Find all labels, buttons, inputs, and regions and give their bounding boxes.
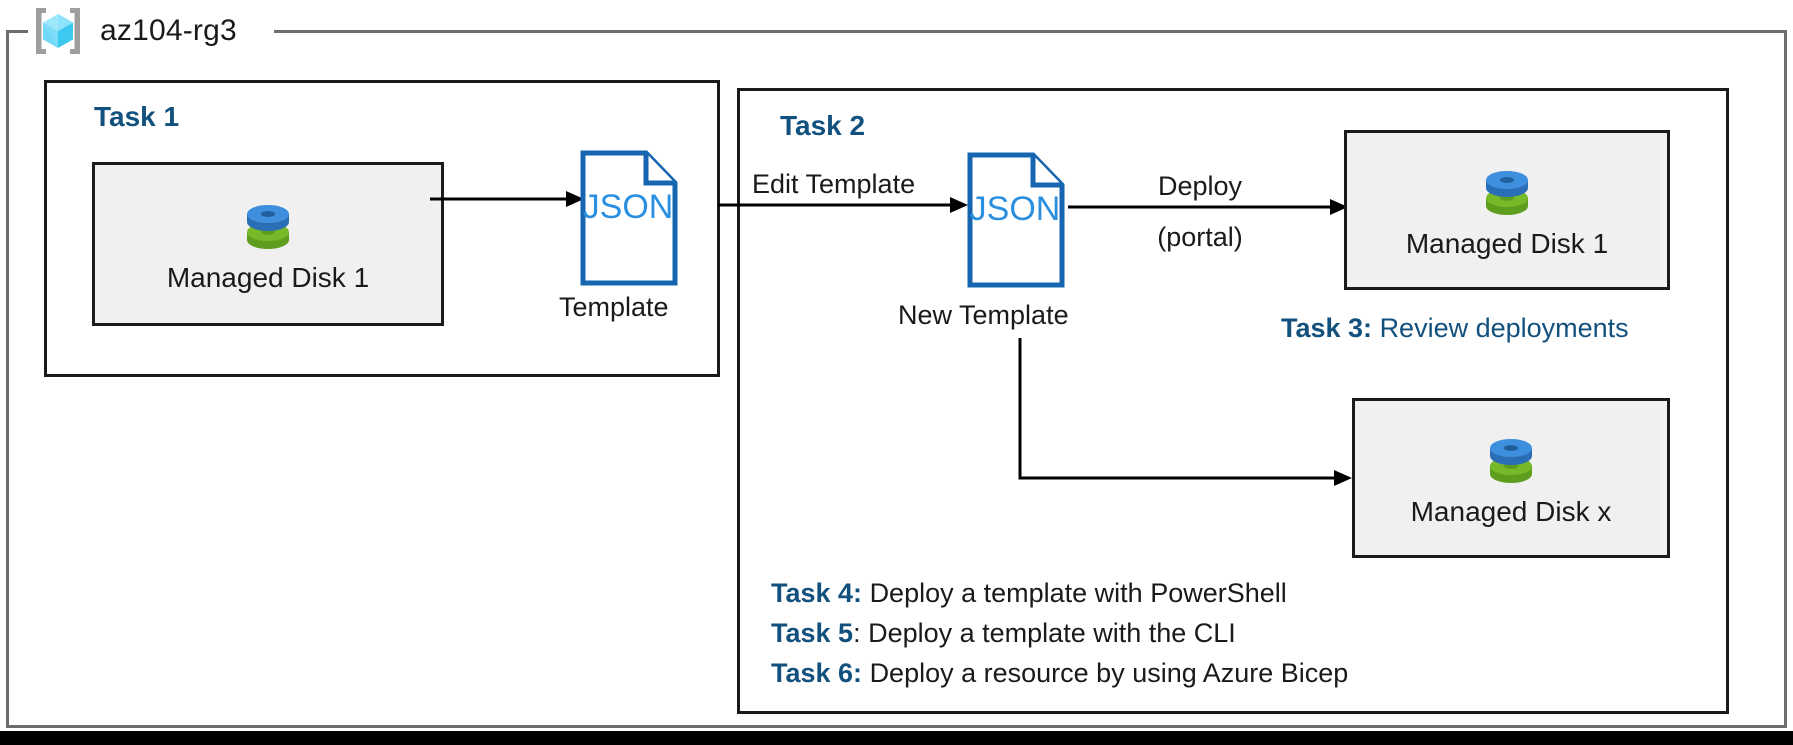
resource-box-label: Managed Disk 1 (1405, 228, 1609, 259)
resource-group-container (6, 30, 1787, 728)
task-3-note: Task 3: Review deployments (1281, 313, 1629, 344)
managed-disk-icon (237, 194, 299, 256)
resource-box-label: Managed Disk 1 (166, 262, 370, 293)
task-6-text: Deploy a resource by using Azure Bicep (869, 658, 1349, 688)
task-5-note: Task 5: Deploy a template with the CLI (771, 618, 1236, 649)
managed-disk-icon (1476, 160, 1538, 222)
json-file-text: JSON (583, 188, 674, 226)
template-caption: Template (559, 292, 669, 322)
resource-group-title-group: az104-rg3 (30, 2, 237, 60)
resource-box-label: Managed Disk x (1410, 496, 1612, 527)
task-3-text: Review deployments (1379, 313, 1629, 343)
json-file-icon[interactable]: JSON (967, 152, 1065, 288)
edge-label-edit-template: Edit Template (752, 169, 916, 199)
task-5-separator: : (853, 618, 861, 648)
arrow-deploy-portal (1068, 199, 1348, 215)
task-3-key: Task 3: (1281, 313, 1373, 343)
resource-box-managed-disk-x[interactable]: Managed Disk x (1352, 398, 1670, 558)
edge-label-deploy-line1: Deploy (1157, 171, 1243, 201)
task-1-heading: Task 1 (94, 101, 180, 132)
task-6-key: Task 6: (771, 658, 863, 688)
task-2-heading: Task 2 (780, 110, 866, 141)
task-5-key: Task 5 (771, 618, 854, 648)
resource-group-border-top-left (6, 30, 28, 33)
bottom-bar (0, 731, 1793, 745)
resource-group-border-top-right (274, 30, 1787, 33)
azure-resource-group-icon (30, 5, 86, 57)
task-4-text: Deploy a template with PowerShell (869, 578, 1287, 608)
task-5-text: Deploy a template with the CLI (868, 618, 1236, 648)
edge-label-deploy-portal: Deploy (portal) (1100, 172, 1300, 251)
managed-disk-icon (1480, 428, 1542, 490)
resource-box-managed-disk-1-deployed[interactable]: Managed Disk 1 (1344, 130, 1670, 290)
new-template-caption: New Template (898, 300, 1069, 330)
arrow-deploy-to-managed-disk-x (1018, 338, 1352, 486)
arrow-edit-template (718, 197, 968, 213)
edge-label-deploy-line2: (portal) (1157, 221, 1243, 252)
resource-group-title: az104-rg3 (100, 14, 237, 47)
task-4-note: Task 4: Deploy a template with PowerShel… (771, 578, 1287, 609)
json-file-text: JSON (970, 190, 1061, 228)
arrow-disk1-to-template (430, 191, 584, 207)
task-4-key: Task 4: (771, 578, 863, 608)
json-file-icon[interactable]: JSON (580, 150, 678, 286)
resource-box-managed-disk-1-source[interactable]: Managed Disk 1 (92, 162, 444, 326)
task-6-note: Task 6: Deploy a resource by using Azure… (771, 658, 1348, 689)
